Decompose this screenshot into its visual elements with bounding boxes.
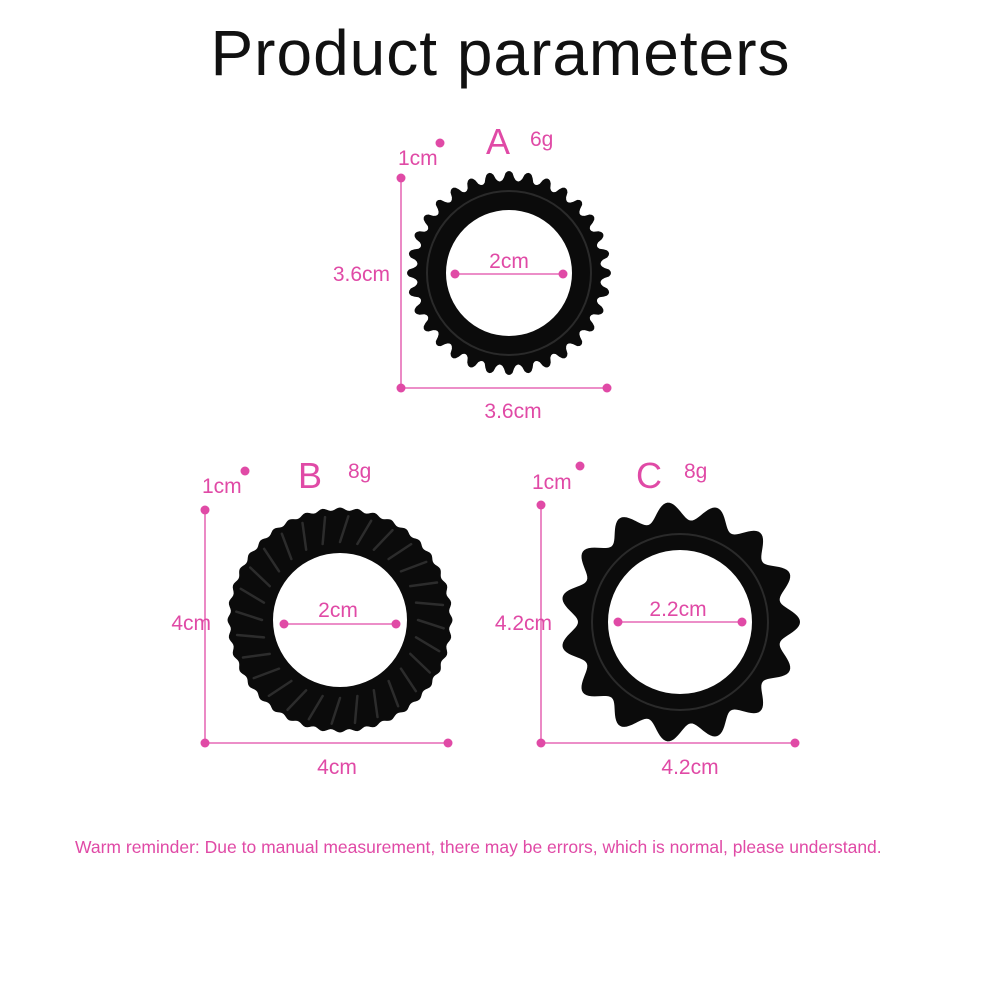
tread-mark bbox=[235, 633, 266, 639]
tread-mark bbox=[235, 610, 264, 622]
product-a-width: 3.6cm bbox=[484, 400, 542, 423]
scalloped-ring-icon bbox=[562, 502, 800, 742]
studded-tire-ring-icon bbox=[407, 171, 611, 375]
tread-mark bbox=[356, 519, 373, 546]
dot bbox=[391, 619, 401, 629]
tread-mark bbox=[248, 566, 271, 588]
tread-mark bbox=[241, 652, 271, 659]
tread-mark bbox=[252, 667, 281, 680]
dot bbox=[396, 383, 406, 393]
product-c-thickness: 1cm bbox=[532, 471, 572, 494]
dot bbox=[575, 461, 585, 471]
tread-mark bbox=[338, 515, 350, 544]
tread-mark bbox=[280, 532, 293, 561]
product-c-weight: 8g bbox=[684, 460, 708, 483]
tread-mark bbox=[409, 652, 432, 674]
page-title: Product parameters bbox=[210, 17, 791, 89]
tread-mark bbox=[414, 636, 441, 653]
product-b-width: 4cm bbox=[317, 756, 357, 779]
product-b-thickness: 1cm bbox=[202, 475, 242, 498]
product-c-width: 4.2cm bbox=[661, 756, 719, 779]
dot bbox=[613, 617, 623, 627]
ring-b-tread bbox=[235, 515, 445, 725]
product-a-height: 3.6cm bbox=[332, 263, 390, 286]
ring-c-groove bbox=[591, 533, 769, 711]
tread-mark bbox=[416, 618, 445, 630]
tread-tire-ring-icon bbox=[227, 507, 453, 733]
tread-mark bbox=[409, 581, 439, 588]
product-c-inner-diameter: 2.2cm bbox=[649, 598, 707, 621]
tread-mark bbox=[353, 694, 359, 725]
dot bbox=[200, 738, 210, 748]
product-c-height: 4.2cm bbox=[494, 612, 552, 635]
dot bbox=[443, 738, 453, 748]
product-b-letter: B bbox=[298, 455, 323, 496]
tread-mark bbox=[372, 528, 394, 551]
ring-b bbox=[227, 507, 453, 733]
product-a-inner-diameter: 2cm bbox=[489, 250, 529, 273]
dot bbox=[279, 619, 289, 629]
dimension-lines bbox=[200, 138, 800, 748]
tread-mark bbox=[387, 679, 400, 708]
dot bbox=[536, 738, 546, 748]
dot bbox=[536, 500, 546, 510]
tread-mark bbox=[267, 679, 293, 698]
product-a-letter: A bbox=[486, 121, 511, 162]
dot bbox=[737, 617, 747, 627]
tread-mark bbox=[399, 667, 418, 693]
product-a-thickness: 1cm bbox=[398, 147, 438, 170]
tread-mark bbox=[262, 547, 281, 573]
dot bbox=[435, 138, 445, 148]
dot bbox=[450, 269, 460, 279]
dot bbox=[602, 383, 612, 393]
ring-c bbox=[562, 502, 800, 742]
dot bbox=[396, 173, 406, 183]
tread-mark bbox=[414, 601, 445, 607]
dot bbox=[558, 269, 568, 279]
dot bbox=[790, 738, 800, 748]
product-a-weight: 6g bbox=[530, 128, 554, 151]
tread-mark bbox=[307, 694, 324, 721]
dot bbox=[240, 466, 250, 476]
warm-reminder-text: Warm reminder: Due to manual measurement… bbox=[75, 837, 882, 857]
tread-mark bbox=[330, 696, 342, 725]
product-b-inner-diameter: 2cm bbox=[318, 599, 358, 622]
tread-mark bbox=[399, 560, 428, 573]
ring-a bbox=[407, 171, 611, 375]
tread-mark bbox=[239, 587, 266, 604]
product-c-letter: C bbox=[636, 455, 662, 496]
dot bbox=[200, 505, 210, 515]
tread-mark bbox=[387, 542, 413, 561]
tread-mark bbox=[321, 515, 327, 546]
product-b-height: 4cm bbox=[171, 612, 211, 635]
product-b-weight: 8g bbox=[348, 460, 372, 483]
tread-mark bbox=[286, 689, 308, 712]
tread-mark bbox=[372, 689, 379, 719]
ring-a-groove bbox=[426, 190, 592, 356]
tread-mark bbox=[301, 521, 308, 551]
